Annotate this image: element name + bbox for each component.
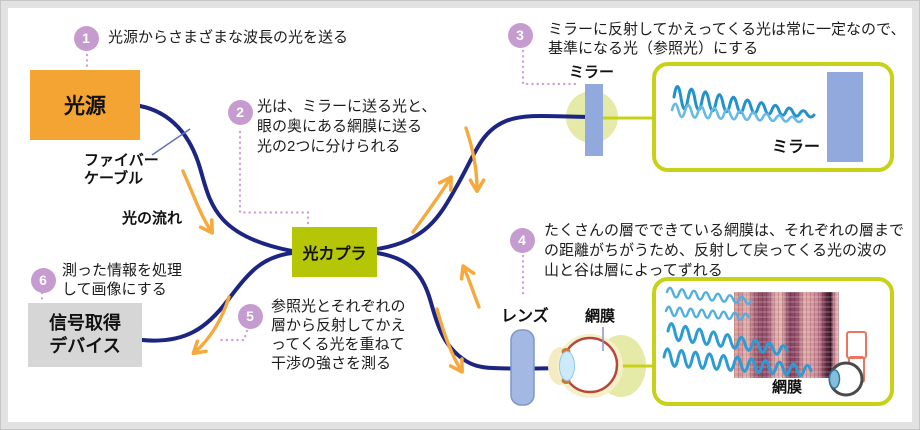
step-badge-3: 3 [507,22,533,48]
step-text-2: 光は、ミラーに送る光と、 眼の奥にある網膜に送る 光の2つに分けられる [257,98,437,155]
mirror-callout-label: ミラー [772,139,821,156]
retina-wave-2 [664,305,750,321]
fiber-source-to-coupler [138,104,294,253]
light-flow-label: 光の流れ [122,210,183,227]
flow-arrow-to-eye [435,307,464,374]
scan-lens [510,329,535,406]
step-text-4: たくさんの層でできている網膜は、それぞれの層まで の距離がちがうため、反射して戻… [544,222,905,279]
step-badge-4: 4 [509,227,535,253]
flow-arrow-source-to-coupler [181,169,214,235]
lens-label: レンズ [501,308,549,325]
retina-callout-label: 網膜 [772,379,803,396]
fiber-cable-pointer [151,128,191,156]
retina-wave-4 [662,347,813,377]
signal-device-box: 信号取得 デバイス [28,303,142,367]
eye-illustration [548,334,623,398]
step3-connector [521,49,578,86]
step-text-1: 光源からさまざまな波長の光を送る [108,29,349,46]
step-badge-5: 5 [237,303,263,329]
eye-icon-lens [828,369,841,389]
step2-connector [238,130,310,227]
retina-tissue-image [734,292,839,378]
optical-coupler-box: 光カプラ [292,227,377,277]
mirror-callout-mirror [827,72,863,162]
step-text-6: 測った情報を処理 して画像にする [62,262,183,298]
eye-lens [559,351,575,381]
light-source-box: 光源 [30,70,140,140]
step-badge-1: 1 [73,25,99,51]
mirror-label: ミラー [569,64,615,81]
flow-arrow-from-eye [459,264,481,309]
mirror-wave-light [670,102,804,124]
step-badge-6: 6 [30,267,56,293]
reference-mirror [585,84,603,156]
zoom-rect-top [846,331,867,359]
step-text-5: 参照光とそれぞれの 層から反射してかえ ってくる光を重ねて 干渉の強さを測る [271,298,406,372]
retina-label: 網膜 [585,308,616,325]
step-badge-2: 2 [227,99,253,125]
step5-connector [219,329,249,342]
fiber-cable-label: ファイバー ケーブル [84,152,159,187]
retina-wave-3 [666,322,789,356]
retina-zoom-indicator [828,331,867,397]
step-text-3: ミラーに反射してかえってくる光は常に一定なので、 基準になる光（参照光）にする [548,21,906,57]
fiber-coupler-to-mirror [375,114,598,251]
flow-arrow-to-device [191,295,231,356]
retina-wave-1 [665,286,753,305]
mirror-wave-dark [672,84,816,119]
flow-arrow-to-mirror [411,175,453,234]
flow-arrow-from-mirror [464,126,486,193]
